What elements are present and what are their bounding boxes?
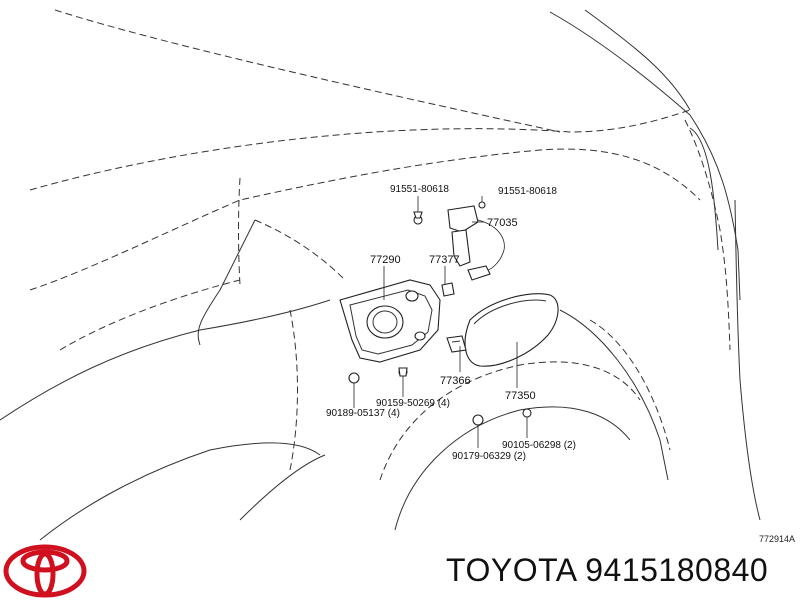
car-body-outline — [0, 9, 761, 541]
reference-code: 772914A — [759, 534, 795, 544]
lid-hinge — [446, 335, 467, 353]
label-cable: 77377 — [429, 254, 460, 266]
label-fuel-lid: 77350 — [505, 390, 536, 402]
label-clip-a: 90189-05137 (4) — [326, 408, 400, 419]
toyota-logo — [3, 544, 87, 598]
opener-lock-assembly — [413, 201, 505, 297]
label-hinge: 77366 — [440, 375, 471, 387]
fuel-inlet-box — [339, 279, 441, 363]
fuel-lid — [464, 293, 559, 367]
label-screw-a: 90159-50269 (4) — [376, 398, 450, 409]
label-clip-b: 90179-06329 (2) — [452, 451, 526, 462]
label-fuel-inlet-box: 77290 — [370, 254, 401, 266]
label-screw-b: 90105-06298 (2) — [502, 440, 576, 451]
label-bolt-right: 91551-80618 — [498, 186, 557, 197]
part-number-caption: TOYOTA 9415180840 — [446, 552, 769, 588]
label-opener-lock: 77035 — [487, 217, 518, 229]
leader-lines — [353, 196, 528, 448]
label-bolt-left: 91551-80618 — [390, 184, 449, 195]
